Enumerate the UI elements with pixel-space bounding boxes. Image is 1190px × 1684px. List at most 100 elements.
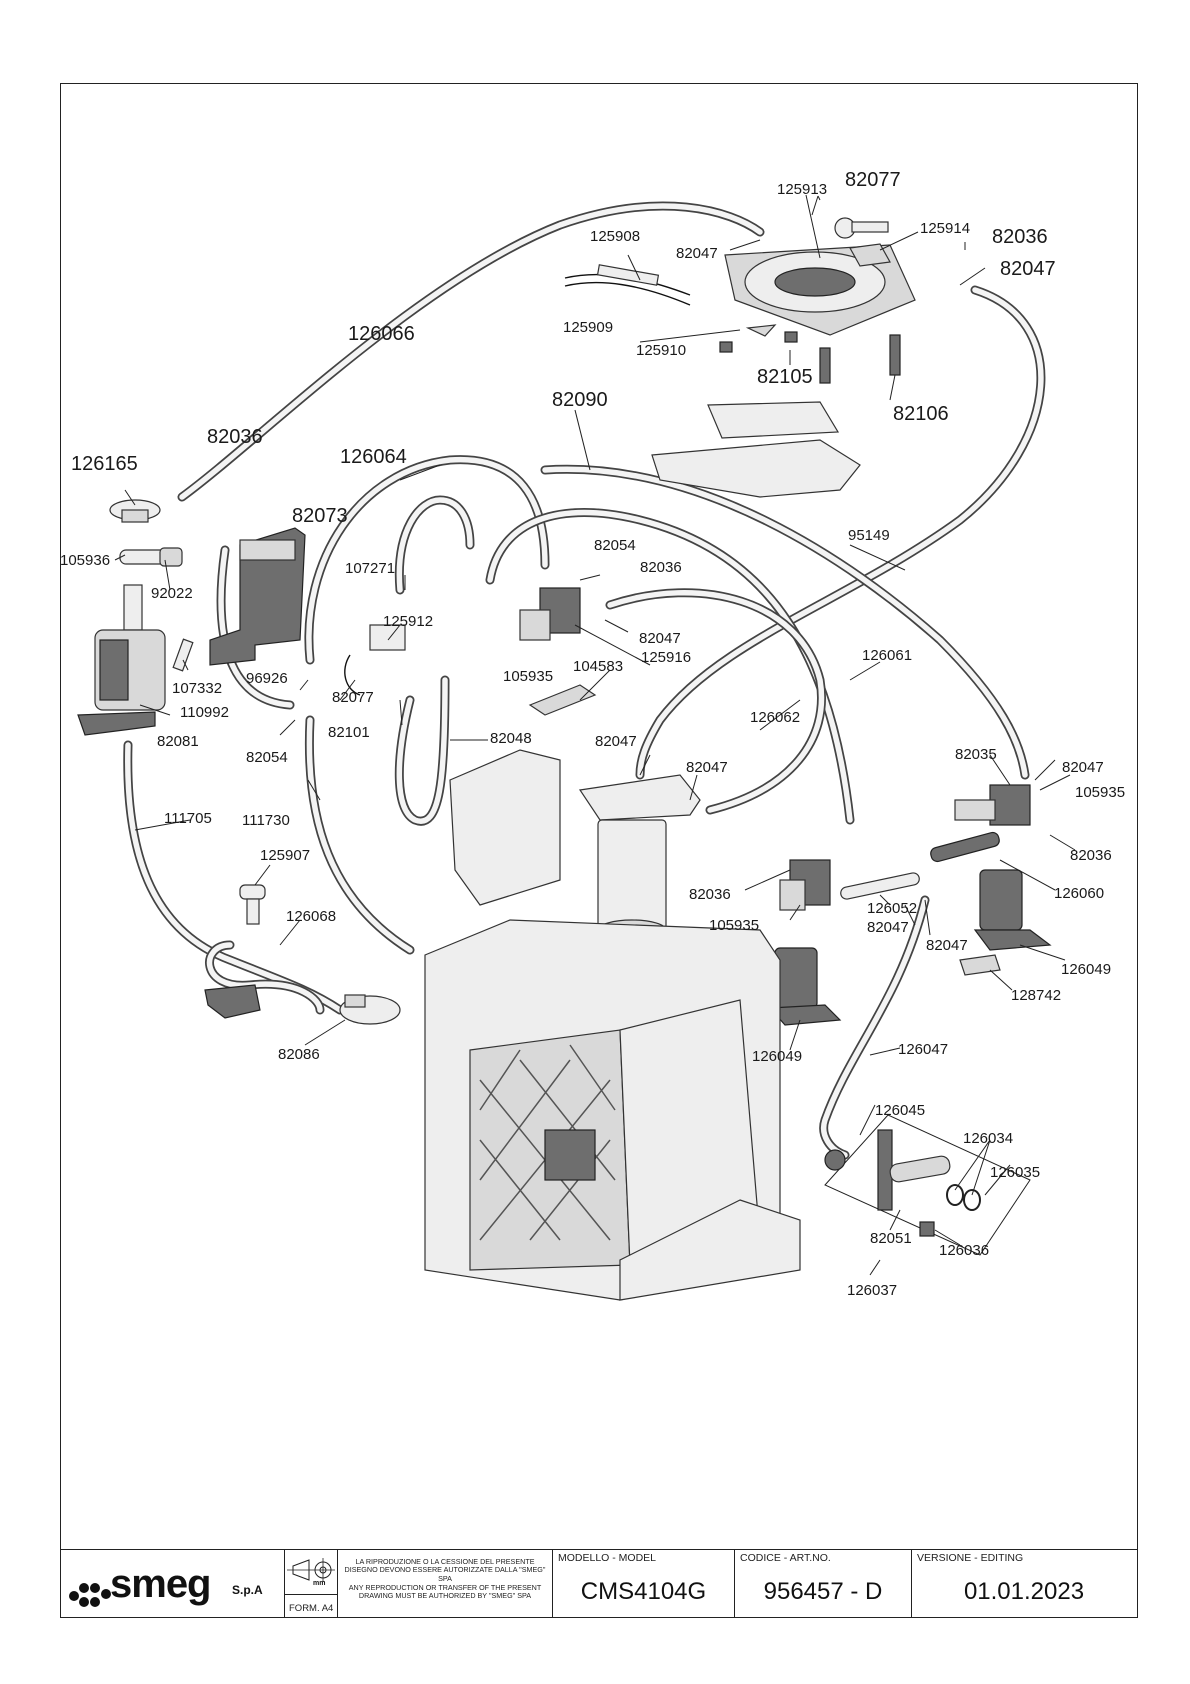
label-126061: 126061 bbox=[862, 647, 912, 664]
label-125913: 125913 bbox=[777, 181, 827, 198]
model-cell: MODELLO - MODEL CMS4104G bbox=[553, 1550, 735, 1617]
label-126064: 126064 bbox=[340, 446, 407, 468]
label-82101: 82101 bbox=[328, 724, 370, 741]
form-label: FORM. A4 bbox=[289, 1603, 334, 1614]
hose-82048 bbox=[394, 675, 450, 826]
label-126049-m: 126049 bbox=[752, 1048, 802, 1065]
label-82086: 82086 bbox=[278, 1046, 320, 1063]
hose-111730 bbox=[304, 715, 415, 955]
bracket-82073 bbox=[209, 527, 306, 666]
label-82051: 82051 bbox=[870, 1230, 912, 1247]
label-125916: 125916 bbox=[641, 649, 691, 666]
label-126060: 126060 bbox=[1054, 885, 1104, 902]
thermal-fuse-82077-top bbox=[834, 217, 889, 239]
label-82047-tr: 82047 bbox=[1000, 258, 1056, 280]
chassis-frame bbox=[424, 919, 801, 1301]
solenoid-valve-lower bbox=[779, 859, 831, 911]
hose-126047 bbox=[819, 895, 930, 1160]
screw-82106 bbox=[889, 334, 901, 376]
label-82047-m3: 82047 bbox=[867, 919, 909, 936]
flowmeter-104583 bbox=[528, 684, 597, 716]
label-82036-r: 82036 bbox=[1070, 847, 1112, 864]
model-caption: MODELLO - MODEL bbox=[558, 1552, 657, 1564]
projection-cell: mm FORM. A4 bbox=[285, 1550, 338, 1617]
legal-notice-it: LA RIPRODUZIONE O LA CESSIONE DEL PRESEN… bbox=[344, 1557, 546, 1583]
label-125914: 125914 bbox=[920, 220, 970, 237]
projection-symbol-icon bbox=[287, 1558, 335, 1582]
sensor-82086 bbox=[339, 994, 401, 1025]
label-92022: 92022 bbox=[151, 585, 193, 602]
hose-126066 bbox=[177, 201, 765, 502]
label-82105: 82105 bbox=[757, 366, 813, 388]
label-82106: 82106 bbox=[893, 403, 949, 425]
label-82090: 82090 bbox=[552, 389, 608, 411]
clip-128742 bbox=[959, 954, 1001, 976]
label-126034: 126034 bbox=[963, 1130, 1013, 1147]
solenoid-valve-82035 bbox=[954, 784, 1031, 826]
label-82054-c: 82054 bbox=[594, 537, 636, 554]
label-82047-m4: 82047 bbox=[926, 937, 968, 954]
label-125910: 125910 bbox=[636, 342, 686, 359]
label-111730: 111730 bbox=[242, 812, 290, 829]
clamp-lower-left bbox=[204, 984, 261, 1019]
label-82048: 82048 bbox=[490, 730, 532, 747]
label-82077-c: 82077 bbox=[332, 689, 374, 706]
outlet-group-126037 bbox=[824, 1114, 1031, 1256]
title-block: smeg S.p.A mm FORM. A4 LA RIPRODUZIONE O… bbox=[60, 1549, 1138, 1618]
pump-support-82081 bbox=[77, 711, 156, 736]
label-126045: 126045 bbox=[875, 1102, 925, 1119]
label-111705: 111705 bbox=[164, 810, 212, 827]
label-82047-t: 82047 bbox=[676, 245, 718, 262]
label-82036-tr: 82036 bbox=[992, 226, 1048, 248]
label-82073: 82073 bbox=[292, 505, 348, 527]
label-82047-c: 82047 bbox=[639, 630, 681, 647]
label-82081: 82081 bbox=[157, 733, 199, 750]
label-105935-r: 105935 bbox=[1075, 784, 1125, 801]
label-82035: 82035 bbox=[955, 746, 997, 763]
nut-125910 bbox=[719, 324, 798, 353]
drawing-frame bbox=[60, 83, 1138, 1618]
label-110992: 110992 bbox=[180, 704, 229, 721]
label-82036-m: 82036 bbox=[689, 886, 731, 903]
hose-107271 bbox=[394, 495, 475, 595]
leader-lines bbox=[114, 194, 1076, 1276]
label-96926: 96926 bbox=[246, 670, 288, 687]
label-125907: 125907 bbox=[260, 847, 310, 864]
brand-cell: smeg S.p.A bbox=[60, 1550, 285, 1617]
pump-cap-126165 bbox=[109, 499, 161, 523]
code-value: 956457 - D bbox=[763, 1578, 883, 1605]
brand-suffix: S.p.A bbox=[232, 1583, 263, 1597]
legal-cell: LA RIPRODUZIONE O LA CESSIONE DEL PRESEN… bbox=[338, 1550, 553, 1617]
label-126049-r: 126049 bbox=[1061, 961, 1111, 978]
solenoid-valve-center bbox=[519, 587, 581, 641]
mounting-plate bbox=[651, 439, 861, 498]
fitting-105936 bbox=[119, 547, 183, 567]
version-value: 01.01.2023 bbox=[963, 1578, 1085, 1605]
sensor-107332 bbox=[172, 638, 194, 672]
pump-body bbox=[94, 584, 166, 711]
version-caption: VERSIONE - EDITING bbox=[917, 1552, 1024, 1564]
plate-gasket bbox=[707, 401, 840, 439]
boiler-cylinder bbox=[578, 774, 701, 941]
connector-126060 bbox=[930, 831, 1000, 863]
version-cell: VERSIONE - EDITING 01.01.2023 bbox=[912, 1550, 1136, 1617]
smeg-logo-dots-icon bbox=[69, 1583, 111, 1607]
label-126066: 126066 bbox=[348, 323, 415, 345]
label-126165: 126165 bbox=[71, 453, 138, 475]
label-126068: 126068 bbox=[286, 908, 336, 925]
heater-wires-125908 bbox=[564, 264, 691, 306]
label-95149: 95149 bbox=[848, 527, 890, 544]
label-126037: 126037 bbox=[847, 1282, 897, 1299]
label-107271: 107271 bbox=[345, 560, 395, 577]
label-82036-c: 82036 bbox=[640, 559, 682, 576]
part-labels: 82077 125913 125914 82036 82047 125908 8… bbox=[60, 169, 1125, 1299]
connector-126052 bbox=[840, 872, 920, 900]
label-105935-c: 105935 bbox=[503, 668, 553, 685]
label-105936: 105936 bbox=[60, 552, 110, 569]
label-82047-m: 82047 bbox=[595, 733, 637, 750]
label-82054-l: 82054 bbox=[246, 749, 288, 766]
bracket-126049-right bbox=[973, 869, 1052, 951]
label-126052: 126052 bbox=[867, 900, 917, 917]
label-82036-l: 82036 bbox=[207, 426, 263, 448]
label-82047-m2: 82047 bbox=[686, 759, 728, 776]
